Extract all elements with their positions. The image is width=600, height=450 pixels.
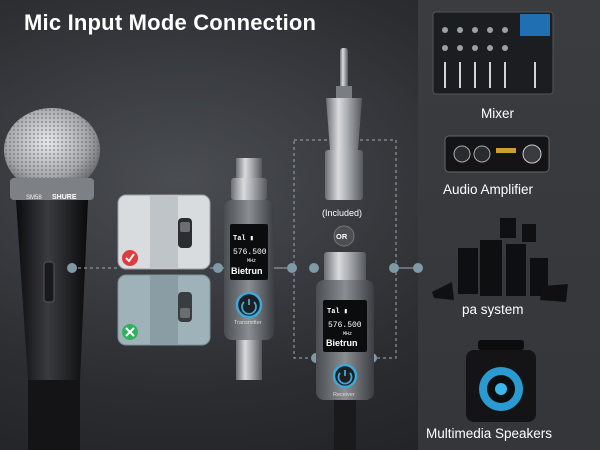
amplifier-label: Audio Amplifier [443,182,534,197]
transmitter-freq: 576.500 [233,248,267,257]
speaker-image [466,340,536,422]
transmitter-brand: Bietrun [231,266,263,276]
or-text: OR [336,232,348,241]
mic-model-text: SM58 [26,195,42,201]
mixer-image [432,11,554,95]
speakers-label: Multimedia Speakers [426,426,553,441]
mic-brand-text: SHURE [52,194,77,201]
transmitter [224,158,274,380]
amplifier-image [444,135,550,173]
included-note: (Included) [322,208,362,218]
receiver-brand: Bietrun [326,338,358,348]
signal-icon: Tal ▮ [327,308,348,316]
switch-inset-on [117,194,211,270]
page-title: Mic Input Mode Connection [24,10,317,35]
receiver-unit: MHz [343,331,352,337]
receiver [316,252,374,450]
or-badge [333,225,355,247]
pa-system-image [432,218,568,302]
receiver-label: Receiver [333,392,355,398]
receiver-freq: 576.500 [328,321,362,330]
microphone [4,108,100,450]
jack-adapter [325,48,363,200]
transmitter-unit: MHz [247,258,256,264]
power-icon [241,299,257,315]
switch-inset-off [117,274,211,346]
pa-system-label: pa system [462,302,524,317]
transmitter-label: Transmitter [234,320,262,326]
mixer-label: Mixer [481,106,514,121]
signal-icon: Tal ▮ [233,235,254,243]
power-icon [337,370,353,385]
